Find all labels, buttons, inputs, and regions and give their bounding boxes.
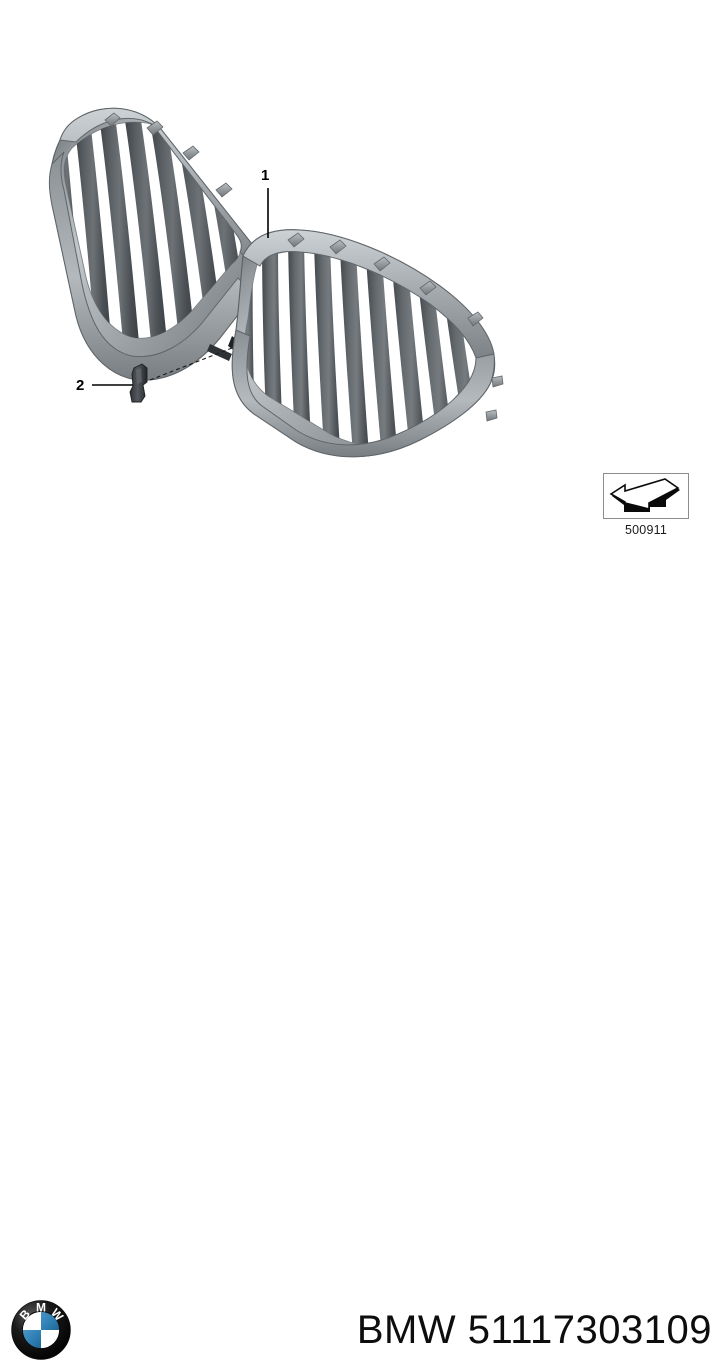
right-frame-bottom-rail	[231, 329, 495, 458]
left-mounting-tabs	[104, 112, 233, 198]
arrow-3d-icon	[609, 478, 680, 512]
callout-number-2: 2	[76, 377, 85, 394]
right-kidney-grille	[231, 229, 504, 458]
grille-technical-illustration	[48, 107, 504, 458]
right-mounting-tabs	[287, 232, 504, 422]
reference-symbol-box	[603, 473, 689, 519]
callout-number-1: 1	[261, 167, 270, 184]
part-number: BMW 51117303109	[356, 1308, 712, 1352]
reference-code-label: 500911	[625, 523, 667, 537]
mounting-clip	[129, 363, 148, 403]
clip-assembly-guide	[149, 347, 233, 381]
footer-bar: B M W BMW 51117303109	[0, 646, 720, 1360]
left-attachment-notch	[207, 344, 232, 361]
